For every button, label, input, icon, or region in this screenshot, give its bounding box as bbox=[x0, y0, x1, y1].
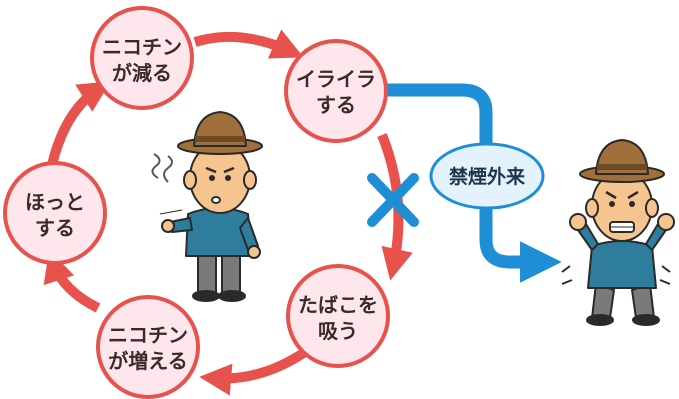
node-relief: ほっと する bbox=[3, 161, 107, 265]
node-smoke-line2: 吸う bbox=[318, 319, 358, 343]
node-irritated-line1: イライラ bbox=[296, 67, 376, 91]
node-nicotine-up-line2: が増える bbox=[108, 349, 187, 373]
cycle-arrows bbox=[43, 29, 413, 396]
node-smoke: たばこを 吸う bbox=[286, 264, 390, 368]
arrow-smoke-to-nicotine-up bbox=[199, 347, 308, 396]
node-smoke-line1: たばこを bbox=[298, 293, 378, 317]
cross-icon bbox=[367, 173, 419, 227]
arrow-nicotine-down-to-irritated bbox=[193, 29, 304, 59]
node-relief-line1: ほっと bbox=[25, 190, 85, 214]
distressed-man-illustration bbox=[561, 139, 675, 326]
blue-arrow bbox=[382, 83, 562, 283]
node-relief-line2: する bbox=[35, 216, 75, 240]
node-nicotine-up: ニコチン が増える bbox=[96, 295, 200, 399]
callout-label: 禁煙外来 bbox=[449, 165, 525, 188]
smoking-man-illustration bbox=[151, 111, 263, 302]
node-irritated-line2: する bbox=[316, 93, 356, 117]
callout-no-smoking-clinic: 禁煙外来 bbox=[429, 142, 545, 210]
node-nicotine-down-line2: が減る bbox=[112, 61, 172, 85]
node-nicotine-up-line1: ニコチン bbox=[108, 323, 188, 347]
arrow-nicotine-up-to-relief bbox=[43, 249, 101, 313]
node-nicotine-down: ニコチン が減る bbox=[90, 6, 194, 110]
node-nicotine-down-line1: ニコチン bbox=[102, 35, 182, 59]
node-irritated: イライラ する bbox=[284, 39, 388, 143]
arrow-relief-to-nicotine-down bbox=[47, 81, 111, 167]
